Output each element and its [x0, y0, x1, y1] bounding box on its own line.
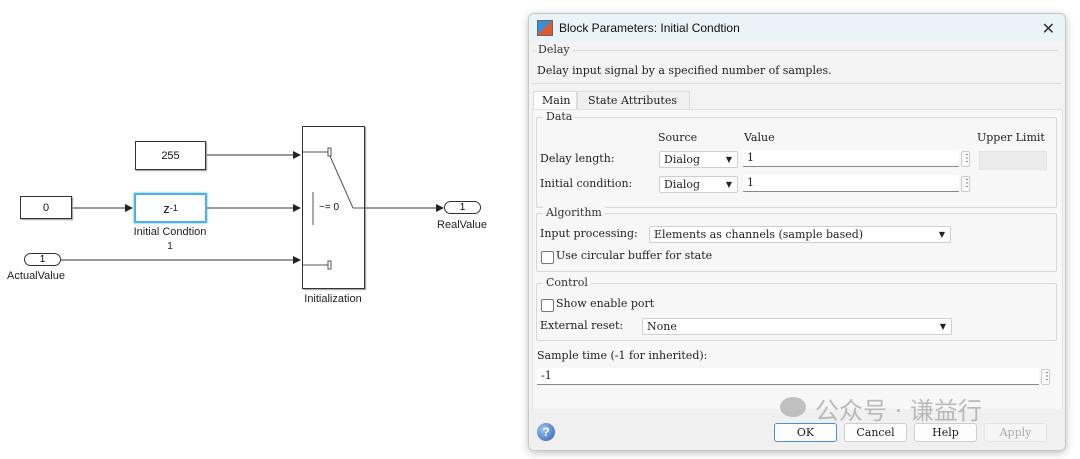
input-value: 1 [747, 176, 754, 189]
tab-state-attributes[interactable]: State Attributes [577, 91, 690, 109]
input-value: -1 [541, 369, 552, 382]
control-group: Control [536, 276, 1057, 341]
close-icon[interactable]: ✕ [1041, 21, 1055, 38]
constant-value: 0 [42, 201, 50, 214]
help-question-icon[interactable]: ? [537, 423, 555, 441]
initial-condition-input[interactable]: 1 [743, 175, 959, 192]
dialog-title: Block Parameters: Initial Condtion [559, 21, 740, 35]
model-canvas[interactable]: 255 0 z-1 Initial Condtion 1 1 ActualVal… [0, 0, 520, 459]
data-group-title: Data [543, 110, 576, 123]
input-processing-label: Input processing: [540, 227, 638, 240]
dialog-titlebar[interactable]: Block Parameters: Initial Condtion ✕ [529, 14, 1065, 42]
upper-limit-header: Upper Limit [977, 131, 1045, 144]
outport-realvalue[interactable]: 1 [444, 201, 481, 214]
initial-condition-label: Initial condition: [540, 177, 633, 190]
inport-name: ActualValue [7, 270, 65, 282]
select-value: Dialog [664, 178, 701, 191]
watermark-text: 公众号 · 谦益行 [815, 397, 982, 425]
sample-time-label: Sample time (-1 for inherited): [537, 349, 708, 362]
upper-limit-field-disabled [979, 151, 1047, 170]
algorithm-group-title: Algorithm [543, 206, 605, 219]
delay-block-sublabel: 1 [167, 241, 173, 252]
switch-criteria: ~= 0 [319, 202, 340, 213]
input-value: 1 [747, 151, 754, 164]
block-parameters-dialog: Block Parameters: Initial Condtion ✕ Del… [528, 13, 1066, 451]
select-value: Dialog [664, 153, 701, 166]
inport-actualvalue[interactable]: 1 [24, 253, 61, 266]
simulink-app-icon [537, 20, 553, 36]
constant-0-block[interactable]: 0 [20, 196, 72, 219]
apply-button[interactable]: Apply [984, 423, 1047, 442]
delay-length-label: Delay length: [540, 152, 615, 165]
control-group-title: Control [543, 276, 591, 289]
switch-block-name: Initialization [304, 293, 362, 305]
block-description-group: Delay [533, 43, 1059, 84]
delay-z: z [163, 200, 170, 216]
dropdown-arrow-icon: ▼ [939, 322, 946, 331]
wechat-icon [780, 397, 806, 417]
enable-port-label: Show enable port [556, 297, 655, 310]
initial-condition-source-select[interactable]: Dialog ▼ [659, 176, 738, 193]
delay-length-more-icon[interactable]: ⋮ [961, 151, 972, 167]
tab-main[interactable]: Main [533, 91, 577, 109]
circular-buffer-checkbox[interactable] [541, 251, 554, 264]
constant-255-block[interactable]: 255 [135, 141, 206, 170]
select-value: None [647, 320, 677, 333]
dropdown-arrow-icon: ▼ [725, 180, 732, 189]
port-number: 1 [459, 202, 466, 213]
delay-length-source-select[interactable]: Dialog ▼ [659, 151, 738, 168]
constant-value: 255 [161, 149, 180, 162]
external-reset-select[interactable]: None ▼ [642, 318, 952, 335]
data-group: Data [536, 110, 1057, 208]
source-header: Source [658, 131, 698, 144]
initial-condition-more-icon[interactable]: ⋮ [961, 176, 972, 192]
port-number: 1 [39, 254, 46, 265]
delay-length-input[interactable]: 1 [743, 150, 959, 167]
delay-block-initial-condition[interactable]: z-1 [134, 193, 207, 223]
help-button[interactable]: Help [914, 423, 977, 442]
enable-port-checkbox[interactable] [541, 299, 554, 312]
outport-name: RealValue [437, 219, 487, 231]
external-reset-label: External reset: [540, 319, 624, 332]
sample-time-input[interactable]: -1 [537, 368, 1039, 385]
dropdown-arrow-icon: ▼ [725, 155, 732, 164]
block-description: Delay input signal by a specified number… [537, 64, 832, 77]
dropdown-arrow-icon: ▼ [938, 230, 945, 239]
input-processing-select[interactable]: Elements as channels (sample based) ▼ [649, 226, 951, 243]
cancel-button[interactable]: Cancel [844, 423, 907, 442]
ok-button[interactable]: OK [774, 423, 837, 442]
delay-block-name: Initial Condtion [133, 226, 207, 238]
delay-exponent: -1 [169, 203, 178, 213]
select-value: Elements as channels (sample based) [654, 228, 864, 241]
value-header: Value [744, 131, 775, 144]
circular-buffer-label: Use circular buffer for state [556, 249, 713, 262]
block-type-title: Delay [535, 43, 573, 56]
sample-time-more-icon[interactable]: ⋮ [1041, 369, 1052, 385]
switch-block-initialization[interactable]: ~= 0 [302, 126, 365, 289]
signal-lines [61, 147, 444, 270]
algorithm-group: Algorithm [536, 206, 1057, 272]
